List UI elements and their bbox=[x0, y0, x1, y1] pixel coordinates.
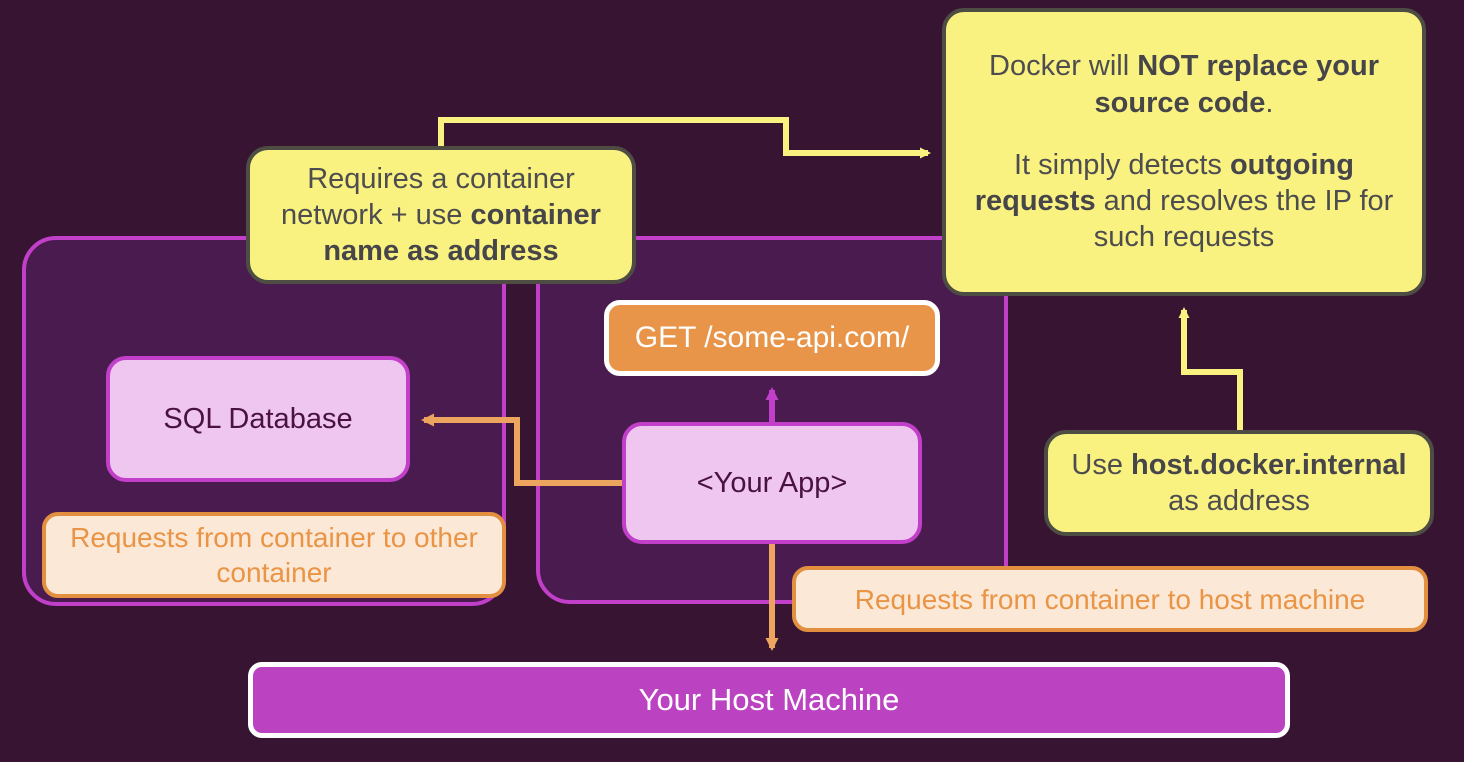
note-docker-line1-bold: NOT replace your source code bbox=[1094, 50, 1379, 119]
label-requests-container-to-host: Requests from container to host machine bbox=[792, 566, 1428, 632]
note-hostdocker-plain-b: as address bbox=[1168, 485, 1310, 517]
note-requires-plain: Requires a container network + use bbox=[281, 162, 575, 231]
wire-hostdocker-to-docker bbox=[1178, 307, 1243, 430]
note-hostdocker-bold: host.docker.internal bbox=[1131, 448, 1407, 481]
node-get-request: GET /some-api.com/ bbox=[604, 300, 940, 376]
note-use-host-docker-internal: Use host.docker.internal as address bbox=[1044, 430, 1434, 536]
note-docker-line2-plain-a: It simply detects bbox=[1014, 148, 1230, 181]
note-requires-container-network: Requires a container network + use conta… bbox=[246, 146, 636, 284]
note-docker-line2-bold: outgoing requests bbox=[974, 148, 1354, 218]
note-docker-line-2: It simply detects outgoing requests and … bbox=[966, 147, 1402, 256]
node-your-app: <Your App> bbox=[622, 422, 922, 544]
note-requires-bold: container name as address bbox=[323, 198, 601, 268]
label-requests-container-to-container: Requests from container to other contain… bbox=[42, 512, 506, 598]
node-host-machine: Your Host Machine bbox=[248, 662, 1290, 738]
note-docker-line1-plain-a: Docker will bbox=[989, 50, 1138, 83]
note-docker-source-code: Docker will NOT replace your source code… bbox=[942, 8, 1426, 296]
note-hostdocker-text: Use host.docker.internal as address bbox=[1068, 447, 1410, 520]
note-docker-line2-plain-b: and resolves the IP for such requests bbox=[1093, 185, 1394, 254]
note-docker-line1-plain-b: . bbox=[1265, 86, 1274, 119]
note-docker-line-1: Docker will NOT replace your source code… bbox=[966, 48, 1402, 121]
wire-app-to-sql bbox=[421, 413, 622, 486]
note-requires-text: Requires a container network + use conta… bbox=[270, 161, 612, 270]
note-hostdocker-plain-a: Use bbox=[1071, 448, 1132, 481]
node-sql-database: SQL Database bbox=[106, 356, 410, 482]
wire-requires-to-docker bbox=[438, 117, 931, 159]
